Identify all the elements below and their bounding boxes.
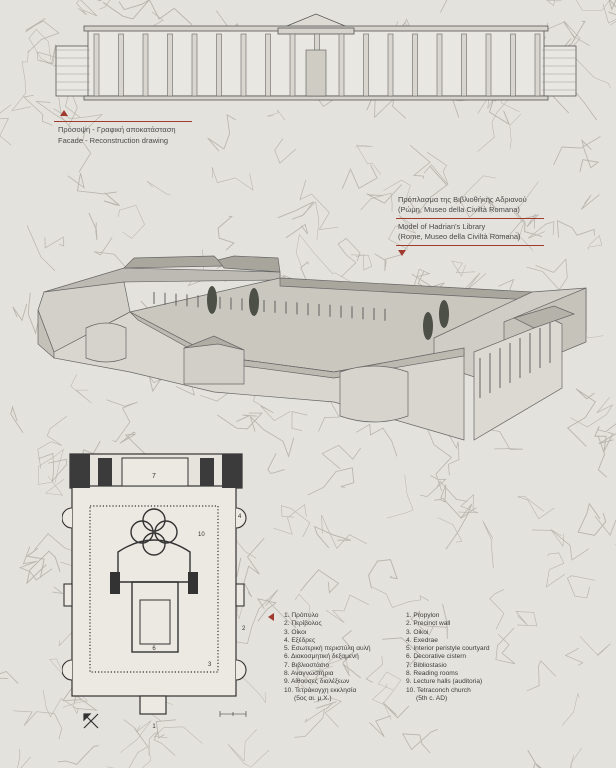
ground-plan: 7 10 6 3 2 4 1 <box>62 453 247 730</box>
legend-english-item: (5th c. AD) <box>416 694 448 702</box>
model-caption-greek-1: Πρόπλασμα της Βιβλιοθήκης Αδριανού <box>398 195 527 204</box>
legend-english-item: 5. Interior peristyle courtyard <box>406 645 490 653</box>
legend-greek-item: 8. Αναγνωστήρια <box>284 670 334 678</box>
model-caption-rule-bottom <box>396 245 544 246</box>
plan-label-10: 10 <box>198 532 205 538</box>
legend-greek-item: 2. Περίβολος <box>284 620 322 628</box>
facade-caption-english: Facade - Reconstruction drawing <box>58 136 169 145</box>
legend-greek-item: (5ος αι. μ.Χ.) <box>294 694 332 702</box>
legend-english-item: 8. Reading rooms <box>406 670 459 678</box>
legend-greek-item: 1. Πρόπυλο <box>284 612 319 619</box>
legend-english-item: 9. Lecture halls (auditoria) <box>406 678 483 686</box>
legend-greek-item: 4. Εξέδρες <box>284 636 316 644</box>
facade-caption-greek: Πρόσοψη - Γραφική αποκατάσταση <box>58 125 176 134</box>
plan-label-4: 4 <box>238 514 242 520</box>
legend-english-item: 4. Exedrae <box>406 636 438 644</box>
model-caption-english-2: (Rome, Museo della Civiltà Romana) <box>398 232 521 241</box>
north-arrow-icon <box>83 713 99 729</box>
legend-english-item: 3. Oikoi <box>406 628 429 636</box>
legend-english-item: 7. Bibliostasio <box>406 661 447 669</box>
model-caption-greek-2: (Ρώμη, Museo della Civiltà Romana) <box>398 205 520 214</box>
red-marker-down-icon <box>398 250 406 256</box>
model-caption-rule <box>396 218 544 219</box>
model-caption-english-1: Model of Hadrian's Library <box>398 222 486 231</box>
plan-label-6: 6 <box>152 646 156 652</box>
legend-english-item: 1. Propylon <box>406 612 440 619</box>
plan-label-7: 7 <box>152 473 156 480</box>
legend-greek-item: 6. Διακοσμητική δεξαμενή <box>284 653 359 661</box>
plan-label-3: 3 <box>208 662 212 668</box>
scale-bar <box>219 711 247 717</box>
legend-greek-item: 10. Τετράκογχη εκκλησία <box>284 686 357 694</box>
legend-greek-item: 3. Οίκοι <box>284 628 307 636</box>
legend-english-item: 6. Decorative cistern <box>406 653 467 661</box>
legend-english-item: 10. Tetraconch church <box>406 686 471 694</box>
red-marker-icon <box>60 110 68 116</box>
legend-greek-item: 5. Εσωτερική περιστύλη αυλή <box>284 645 371 653</box>
plan-label-1: 1 <box>152 724 156 730</box>
legend-english-item: 2. Precinct wall <box>406 620 451 628</box>
legend-greek-item: 9. Αίθουσες διαλέξεων <box>284 678 350 686</box>
legend-greek-item: 7. Βιβλιοστάσιο <box>284 661 330 669</box>
facade-drawing <box>55 13 577 101</box>
model-photo <box>37 255 587 441</box>
plan-label-2: 2 <box>242 626 246 632</box>
red-pointer-icon <box>268 613 274 621</box>
facade-caption-rule <box>54 121 192 122</box>
